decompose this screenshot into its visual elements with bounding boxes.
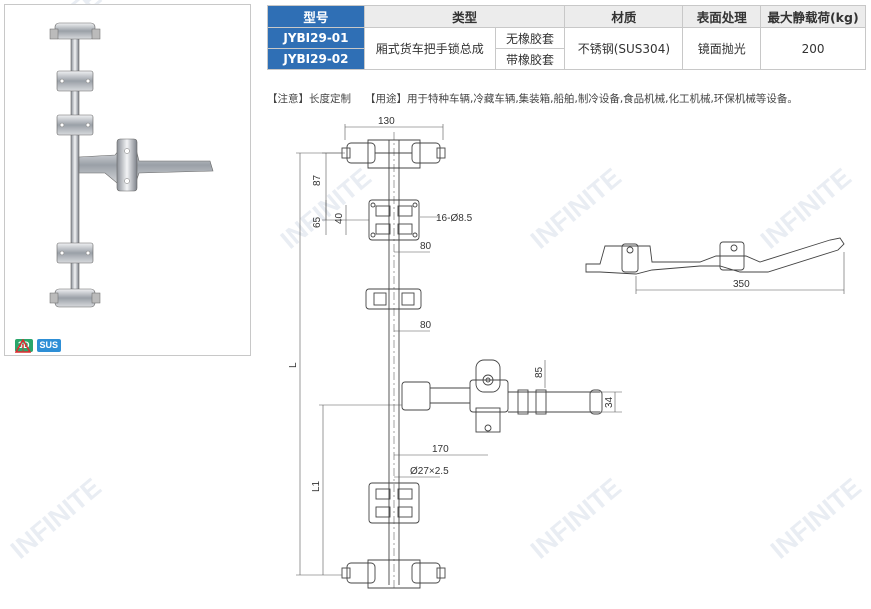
- type-sub-cell: 带橡胶套: [494, 48, 566, 70]
- dim-85: 85: [534, 366, 545, 378]
- dim-holes: 16-Ø8.5: [436, 213, 473, 224]
- dim-L: L: [288, 362, 299, 368]
- warning-icon: [15, 339, 31, 353]
- table-row: JYBI29-02 带橡胶套: [267, 48, 866, 70]
- dim-34: 34: [604, 396, 615, 408]
- dim-40: 40: [334, 212, 345, 224]
- dim-80-a: 80: [420, 241, 432, 252]
- type-sub-cell: 无橡胶套: [494, 27, 566, 49]
- type-main-cell: 厢式货车把手锁总成: [363, 27, 496, 70]
- dim-130: 130: [378, 116, 395, 127]
- notes-line: 【注意】长度定制 【用途】用于特种车辆,冷藏车辆,集装箱,船舶,制冷设备,食品机械…: [267, 91, 812, 106]
- header-model: 型号: [267, 5, 365, 28]
- max-load-cell: 200: [760, 27, 866, 70]
- dim-L1: L1: [311, 480, 322, 492]
- note-attention: 【注意】长度定制: [267, 93, 351, 105]
- model-cell: JYBI29-02: [267, 48, 365, 70]
- spec-table: 型号 类型 材质 表面处理 最大静载荷(kg) JYBI29-01 厢式货车把手…: [267, 5, 866, 70]
- table-row: JYBI29-01 厢式货车把手锁总成 无橡胶套 不锈钢(SUS304) 镜面抛…: [267, 27, 866, 70]
- dim-80-b: 80: [420, 320, 432, 331]
- dim-65: 65: [312, 216, 323, 228]
- table-header-row: 型号 类型 材质 表面处理 最大静载荷(kg): [267, 5, 866, 28]
- model-cell: JYBI29-01: [267, 27, 365, 49]
- surface-cell: 镜面抛光: [682, 27, 762, 70]
- material-cell: 不锈钢(SUS304): [564, 27, 684, 70]
- dim-tube: Ø27×2.5: [410, 466, 449, 477]
- product-photo-panel: 3D SUS: [4, 4, 251, 356]
- feature-badges: 3D SUS: [15, 339, 62, 353]
- dim-170: 170: [432, 444, 449, 455]
- handle-lock-photo: [49, 22, 214, 308]
- dim-87: 87: [312, 174, 323, 186]
- dim-350: 350: [733, 279, 750, 290]
- sus-badge: SUS: [36, 339, 62, 352]
- note-usage: 【用途】用于特种车辆,冷藏车辆,集装箱,船舶,制冷设备,食品机械,化工机械,环保…: [365, 93, 798, 105]
